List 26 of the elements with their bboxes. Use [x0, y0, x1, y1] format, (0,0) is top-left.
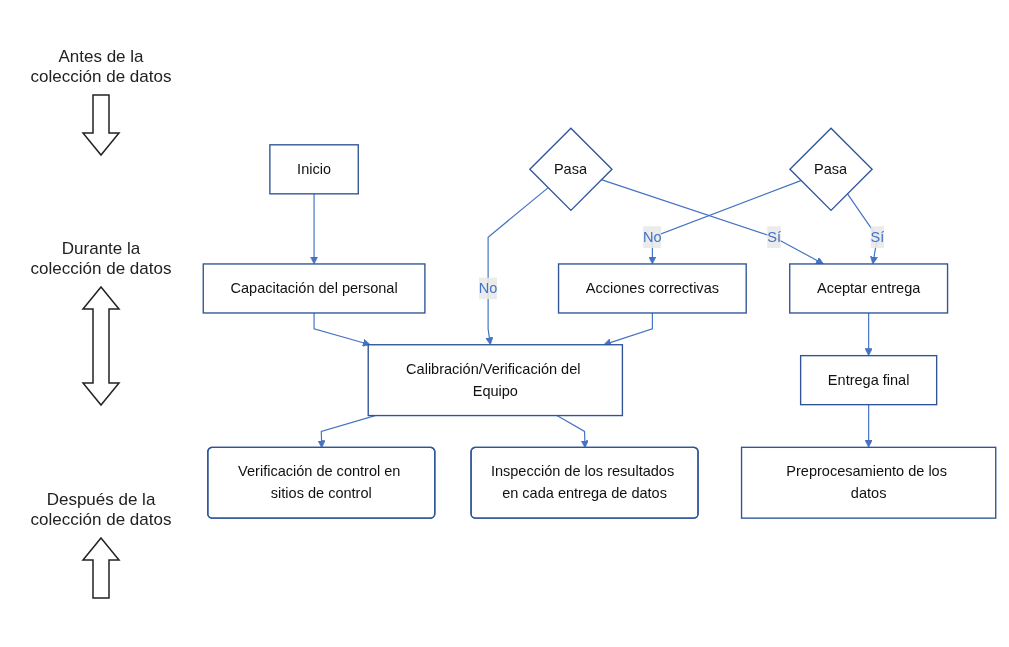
edge-label: No [643, 229, 662, 245]
node-diamond: Pasa [528, 127, 613, 212]
node-box: Capacitación del personal [202, 263, 426, 314]
arrow [485, 187, 549, 346]
arrow [864, 312, 873, 357]
node-box: Inicio [269, 144, 359, 195]
arrow [600, 179, 824, 265]
node-box: Entrega final [799, 355, 938, 406]
arrow [648, 180, 802, 265]
arrow [313, 312, 371, 347]
node-box: Preprocesamiento de los datos [740, 446, 997, 520]
arrow [310, 193, 319, 265]
phase-label: Antes de la colección de datos [29, 47, 173, 88]
edge-label: Sí [767, 229, 781, 245]
arrow [603, 312, 653, 347]
edge-label: Sí [870, 229, 885, 245]
node-box: Calibración/Verificación del Equipo [367, 344, 624, 417]
phase-label: Durante la colección de datos [29, 239, 173, 280]
node-box: Aceptar entrega [789, 263, 949, 314]
node-box: Acciones correctivas [557, 263, 747, 314]
arrow [317, 415, 376, 449]
edge-label: No [478, 280, 498, 297]
node-diamond: Pasa [789, 127, 874, 212]
phase-label: Después de la colección de datos [29, 489, 173, 530]
arrow [556, 415, 589, 449]
arrow [864, 404, 873, 448]
